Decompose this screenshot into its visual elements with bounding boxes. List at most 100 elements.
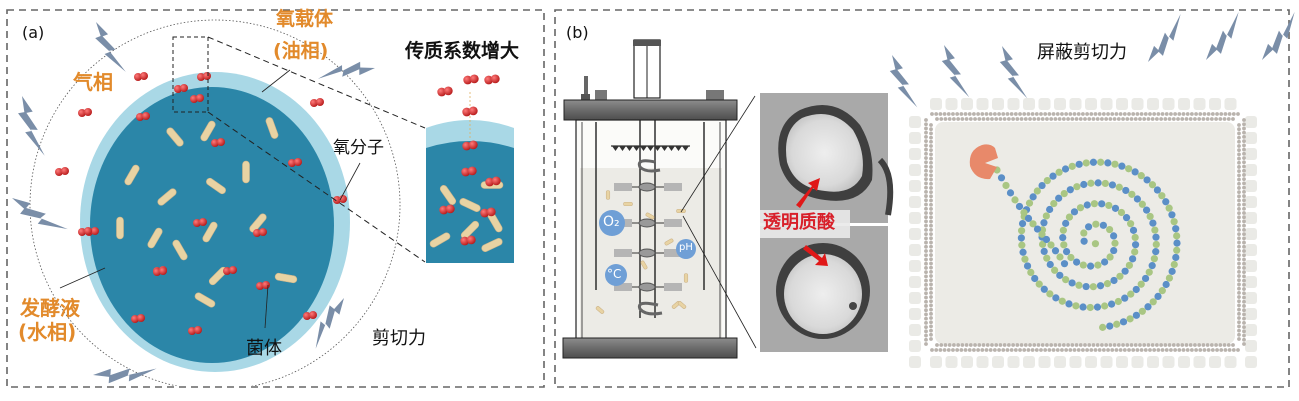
temperature-sensor	[605, 264, 627, 286]
hyaluronic-acid-unit	[1040, 247, 1048, 255]
capsule-unit	[1038, 98, 1051, 110]
hyaluronic-acid-unit	[1040, 285, 1048, 293]
hyaluronic-acid-unit	[1020, 209, 1028, 217]
capsule-unit	[1209, 98, 1221, 110]
hyaluronic-acid-unit	[1154, 292, 1162, 301]
hyaluronic-acid-unit	[1099, 221, 1107, 229]
hyaluronic-acid-unit	[1097, 158, 1105, 166]
capsule-unit	[1069, 356, 1082, 368]
sparger-tooth	[612, 146, 619, 151]
oxygen-molecule	[463, 74, 479, 85]
hyaluronic-acid-unit	[1148, 181, 1157, 189]
capsule-unit	[1116, 98, 1128, 110]
bacterial-cell	[439, 185, 457, 205]
capsule-unit	[909, 276, 921, 288]
hyaluronic-acid-unit	[1043, 254, 1051, 262]
capsule-unit	[992, 356, 1004, 368]
label-shear-force: 剪切力	[372, 328, 426, 349]
capsule-unit	[1085, 356, 1097, 368]
hyaluronic-acid-unit	[1137, 172, 1145, 180]
capsule-unit	[1224, 356, 1237, 368]
lightning-icon	[1148, 13, 1181, 62]
hyaluronic-acid-unit	[1079, 261, 1087, 269]
capsule-unit	[1245, 180, 1257, 192]
hyaluronic-acid-unit	[1058, 297, 1066, 305]
label-mass-transfer: 传质系数增大	[405, 40, 520, 62]
hyaluronic-acid-unit	[1110, 232, 1118, 240]
capsule-unit	[1224, 98, 1237, 110]
hyaluronic-acid-unit	[1118, 162, 1126, 170]
oxygen-molecule	[174, 84, 188, 93]
hyaluronic-acid-unit	[1108, 300, 1116, 308]
panel-b-frame	[554, 9, 1290, 388]
oxygen-molecule	[439, 204, 455, 215]
arrow-top	[796, 178, 820, 208]
hyaluronic-acid-unit	[1086, 303, 1094, 312]
hyaluronic-acid-unit	[1040, 219, 1048, 227]
hyaluronic-acid-unit	[1148, 262, 1156, 270]
bacterial-cell	[202, 221, 218, 243]
hyaluronic-acid-unit	[1172, 253, 1180, 262]
hyaluronic-acid-unit	[1131, 248, 1139, 256]
capsule-unit	[1245, 308, 1257, 320]
hyaluronic-acid-unit	[1080, 180, 1088, 189]
hyaluronic-acid-unit	[1055, 168, 1063, 176]
hyaluronic-acid-unit	[1038, 181, 1046, 190]
lightning-icon	[12, 198, 68, 230]
hyaluronic-acid-unit	[1062, 276, 1070, 284]
hyaluronic-acid-unit	[1170, 218, 1178, 226]
oxygen-molecule	[134, 72, 148, 81]
hyaluronic-acid-unit	[1018, 219, 1027, 228]
impeller	[614, 248, 682, 258]
capsule-unit	[1245, 164, 1257, 176]
o2-sensor	[599, 210, 625, 236]
hyaluronic-acid-unit	[1138, 307, 1146, 315]
hyaluronic-acid-unit	[1062, 247, 1071, 256]
oxygen-molecule	[193, 218, 207, 227]
bacterial-cell	[645, 212, 655, 220]
hyaluronic-acid-unit	[1072, 302, 1080, 310]
hyaluronic-acid-unit	[1067, 253, 1075, 262]
hyaluronic-acid-unit	[1143, 176, 1151, 184]
hyaluronic-acid-unit	[1038, 230, 1046, 238]
hyaluronic-acid-unit	[1151, 226, 1159, 234]
rotation-arrow	[637, 159, 661, 173]
bacterial-cell	[206, 177, 226, 195]
panel-b-tag: (b)	[566, 23, 589, 42]
hyaluronic-acid-unit	[1165, 274, 1174, 282]
oxygen-molecule	[253, 228, 267, 237]
capsule-unit	[945, 356, 958, 368]
hyaluronic-acid-unit	[1138, 200, 1146, 208]
capsule-unit	[1147, 356, 1159, 368]
capsule-unit	[1245, 196, 1257, 208]
bacterial-cell	[683, 273, 689, 283]
hyaluronic-acid-unit	[1122, 214, 1131, 222]
hyaluronic-acid-unit	[1033, 225, 1042, 233]
hyaluronic-acid-unit	[1002, 181, 1010, 190]
capsule-unit	[945, 98, 958, 110]
oxygen-molecule	[480, 207, 496, 218]
capsule-unit	[1007, 356, 1020, 368]
capsule-unit	[909, 180, 921, 192]
hyaluronic-acid-unit	[1075, 281, 1083, 289]
oxygen-molecule	[197, 72, 211, 81]
label-oil-phase: (油相)	[273, 40, 329, 62]
oxygen-molecules-group	[55, 72, 347, 335]
label-gas-phase: 气相	[73, 70, 113, 94]
hyaluronic-acid-unit	[1031, 274, 1039, 283]
lightning-icon	[889, 55, 918, 108]
hyaluronic-acid-unit	[1127, 220, 1135, 228]
hyaluronic-acid-unit	[1114, 297, 1122, 306]
hyaluronic-acid-unit	[1046, 260, 1054, 269]
lightning-icon	[999, 46, 1028, 99]
bacterial-cell	[429, 232, 451, 248]
oxygen-molecule	[484, 74, 500, 85]
hyaluronic-acid-unit	[1137, 280, 1145, 288]
hyaluronic-acid-unit	[1129, 226, 1138, 234]
hyaluronic-acid-unit	[1046, 290, 1054, 298]
hyaluronic-acid-unit	[1091, 240, 1100, 248]
capsule-unit	[1178, 356, 1190, 368]
hyaluronic-acid-unit	[1083, 201, 1091, 209]
hyaluronic-acid-unit	[1141, 274, 1150, 283]
capsule-unit	[1245, 276, 1257, 288]
